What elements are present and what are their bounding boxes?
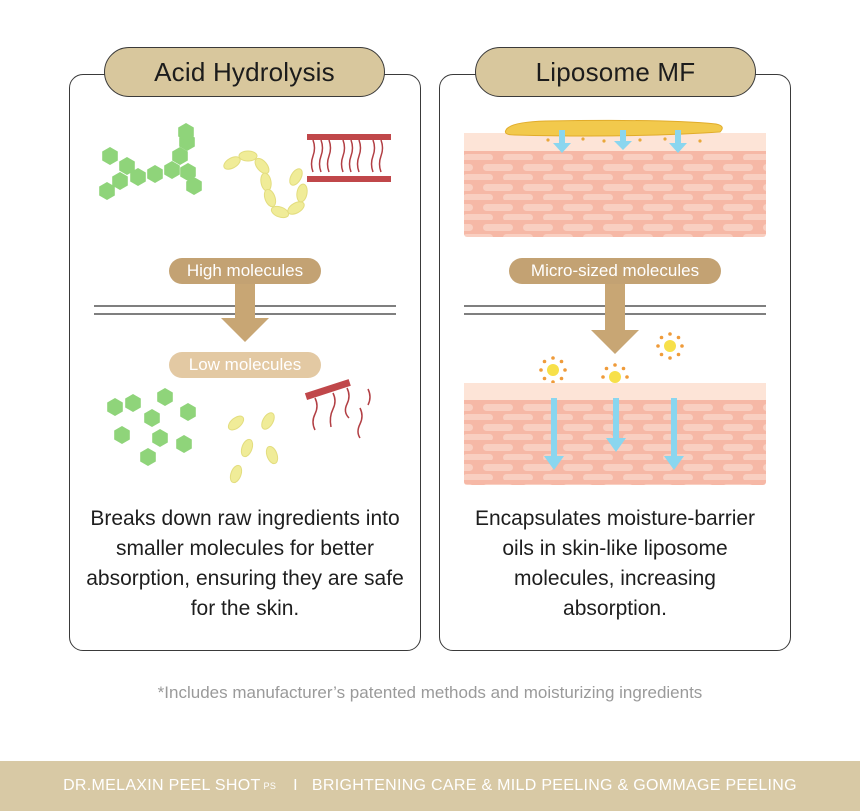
skin-layer-icon xyxy=(464,133,766,237)
liposome-mf-description: Encapsulates moisture-barrier oils in sk… xyxy=(474,507,756,620)
absorption-arrows-top xyxy=(553,130,687,153)
absorption-arrows-bottom xyxy=(544,398,684,470)
hexagon-chain-icon xyxy=(99,123,202,200)
low-molecules-tag: Low molecules xyxy=(169,352,321,378)
down-arrow-icon xyxy=(591,284,639,354)
lipid-bilayer-icon xyxy=(307,134,391,182)
footer-separator: I xyxy=(293,777,298,794)
micro-sized-molecules-tag: Micro-sized molecules xyxy=(509,258,721,284)
footer-band: DR.MELAXIN PEEL SHOT PS I BRIGHTENING CA… xyxy=(0,761,860,811)
footer-brand-sup: PS xyxy=(263,781,277,791)
broken-lipid-icon xyxy=(304,379,371,439)
footnote: *Includes manufacturer’s patented method… xyxy=(157,683,703,702)
high-molecules-tag: High molecules xyxy=(169,258,321,284)
footer-tagline: BRIGHTENING CARE & MILD PEELING & GOMMAG… xyxy=(311,777,797,794)
footer-brand: DR.MELAXIN PEEL SHOT xyxy=(63,777,261,794)
liposome-mf-title: Liposome MF xyxy=(475,47,756,97)
acid-hydrolysis-title: Acid Hydrolysis xyxy=(104,47,385,97)
scattered-hexagons-icon xyxy=(107,388,196,466)
liposome-sun-icon xyxy=(539,332,684,384)
acid-hydrolysis-description: Breaks down raw ingredients into smaller… xyxy=(86,507,404,620)
scattered-ellipses-icon xyxy=(227,412,279,484)
ellipse-chain-icon xyxy=(223,150,308,219)
down-arrow-icon xyxy=(221,284,269,342)
